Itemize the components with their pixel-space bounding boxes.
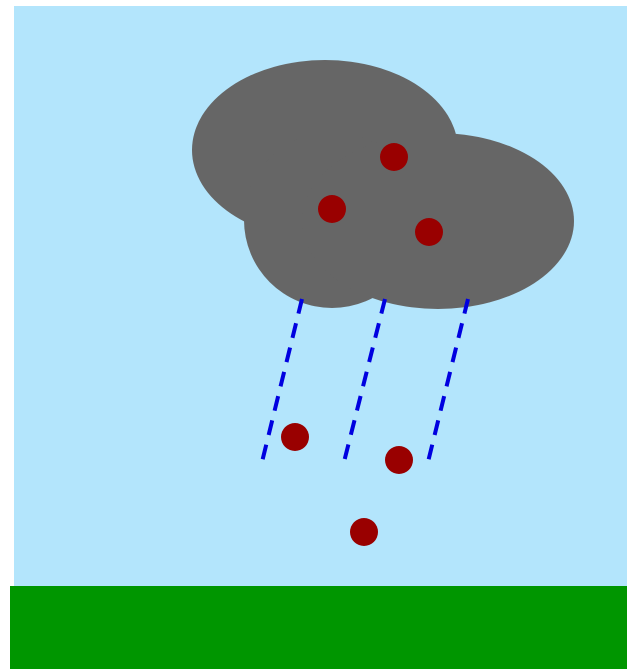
- cloud-lobe-right: [302, 133, 574, 309]
- particle-dot-icon: [350, 518, 378, 546]
- particle-dot-icon: [415, 218, 443, 246]
- ground: [10, 586, 627, 669]
- particle-dot-icon: [281, 423, 309, 451]
- particle-dot-icon: [385, 446, 413, 474]
- particle-dot-icon: [318, 195, 346, 223]
- particle-dot-icon: [380, 143, 408, 171]
